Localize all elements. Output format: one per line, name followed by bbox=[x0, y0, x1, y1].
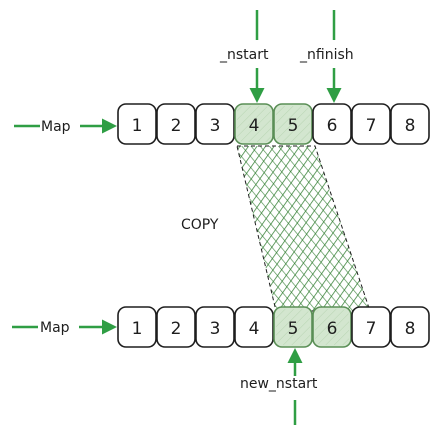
top-cell-3-label: 3 bbox=[210, 116, 221, 136]
bottom-cell-3-label: 3 bbox=[210, 319, 221, 339]
top-cell-4-label: 4 bbox=[249, 116, 260, 136]
bottom-cell-4 bbox=[234, 306, 274, 348]
top-cell-2 bbox=[156, 103, 196, 145]
bottom-map-row: 1 2 3 4 5 6 7 8 bbox=[117, 306, 430, 348]
bottom-cell-1-label: 1 bbox=[132, 319, 143, 339]
top-cell-2-label: 2 bbox=[171, 116, 182, 136]
nstart-label: _nstart bbox=[219, 47, 269, 63]
bottom-cell-7 bbox=[351, 306, 391, 348]
top-cell-5-label: 5 bbox=[288, 116, 299, 136]
top-map-row: 1 2 3 4 5 6 7 8 bbox=[117, 103, 430, 145]
new-nstart-label: new_nstart bbox=[240, 376, 318, 392]
top-cell-6 bbox=[312, 103, 352, 145]
bottom-cell-6-label: 6 bbox=[327, 319, 338, 339]
copy-band bbox=[236, 145, 371, 312]
top-cell-8-label: 8 bbox=[405, 116, 416, 136]
bottom-cell-5-label: 5 bbox=[288, 319, 299, 339]
bottom-map-label: Map bbox=[40, 320, 70, 336]
top-cell-1-label: 1 bbox=[132, 116, 143, 136]
bottom-cell-2 bbox=[156, 306, 196, 348]
bottom-cell-7-label: 7 bbox=[366, 319, 377, 339]
bottom-cell-8 bbox=[390, 306, 430, 348]
bottom-cell-3 bbox=[195, 306, 235, 348]
bottom-cell-8-label: 8 bbox=[405, 319, 416, 339]
top-cell-6-label: 6 bbox=[327, 116, 338, 136]
nfinish-label: _nfinish bbox=[299, 47, 354, 63]
bottom-cell-6-highlight bbox=[315, 309, 349, 345]
bottom-cell-1 bbox=[117, 306, 157, 348]
top-cell-8 bbox=[390, 103, 430, 145]
top-cell-1 bbox=[117, 103, 157, 145]
top-map-label: Map bbox=[41, 119, 71, 135]
top-cell-7 bbox=[351, 103, 391, 145]
top-cell-5-highlight bbox=[276, 106, 310, 142]
copy-label: COPY bbox=[181, 217, 219, 233]
bottom-cell-4-label: 4 bbox=[249, 319, 260, 339]
top-cell-7-label: 7 bbox=[366, 116, 377, 136]
top-cell-3 bbox=[195, 103, 235, 145]
bottom-cell-2-label: 2 bbox=[171, 319, 182, 339]
bottom-cell-5-highlight bbox=[276, 309, 310, 345]
top-cell-4-highlight bbox=[237, 106, 271, 142]
